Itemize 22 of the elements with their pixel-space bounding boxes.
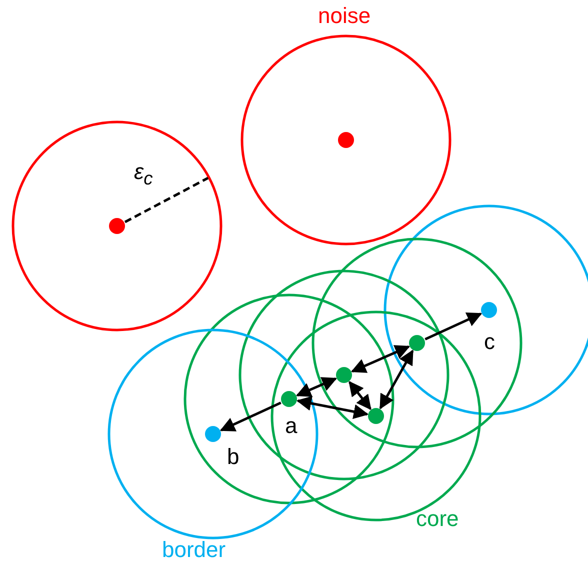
arrow (379, 350, 414, 410)
data-point (205, 426, 221, 442)
core-label: core (416, 507, 459, 531)
arrow (424, 312, 482, 340)
data-point (281, 391, 297, 407)
data-point (336, 367, 352, 383)
data-point (409, 335, 425, 351)
point-label: c (484, 330, 495, 354)
point-label: a (285, 414, 298, 438)
arrow (350, 345, 410, 373)
data-point (481, 302, 497, 318)
data-point (338, 132, 354, 148)
noise-label: noise (318, 4, 371, 28)
data-point (368, 408, 384, 424)
arrow (296, 377, 338, 397)
arrow (348, 380, 372, 410)
border-label: border (162, 538, 226, 562)
point-label: b (227, 445, 240, 469)
arrow (220, 402, 282, 432)
epsilon-label: ε$_{c}$ (134, 160, 153, 190)
arrow (296, 396, 369, 420)
data-point (109, 218, 125, 234)
